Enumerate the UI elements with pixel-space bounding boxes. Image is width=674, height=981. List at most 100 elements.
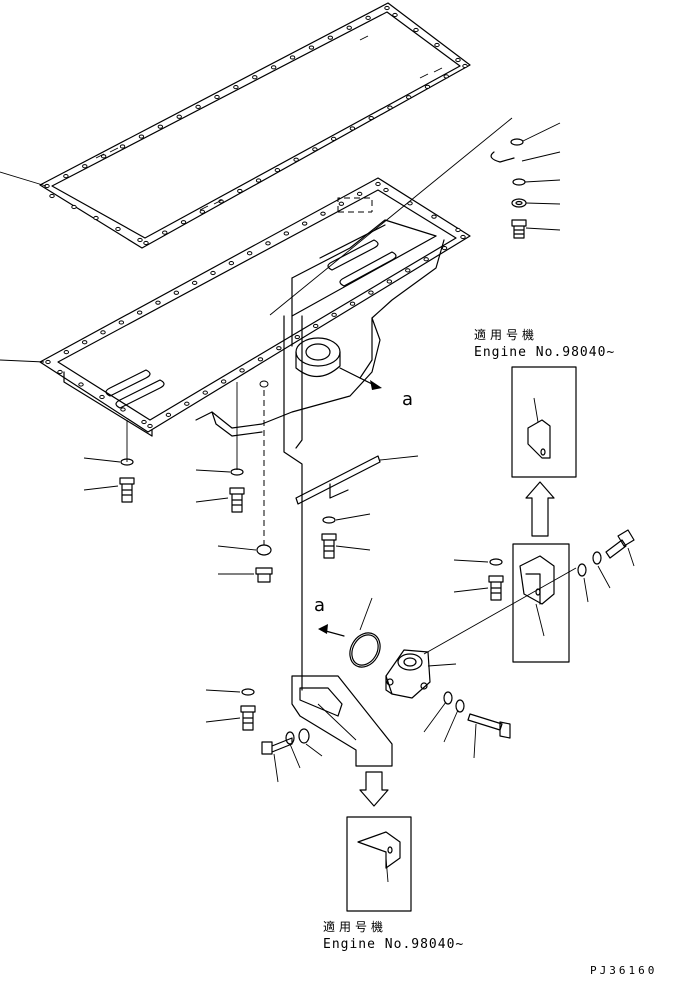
pan-bolt-hole xyxy=(118,320,125,325)
gasket-bolt-hole xyxy=(368,115,374,121)
pan-bolt-hole xyxy=(356,191,363,196)
gasket-bolt-hole xyxy=(162,230,168,235)
pan-bolt-hole xyxy=(257,357,264,362)
right-bracket-assembly xyxy=(453,481,635,663)
gasket-bolt-hole xyxy=(443,74,449,79)
pan-bolt-hole xyxy=(331,312,337,317)
gasket-bolt-hole xyxy=(115,226,121,232)
pan-bolt-hole xyxy=(423,257,429,262)
gasket-bolt-hole xyxy=(365,15,371,20)
gasket-bolt-hole xyxy=(384,5,390,11)
gasket-bolt-hole xyxy=(176,114,182,119)
lower-bracket-assembly xyxy=(205,675,393,807)
gasket-bolt-hole xyxy=(293,157,299,162)
pan-bolt-hole xyxy=(460,234,466,240)
gasket-bolt-hole xyxy=(71,204,77,210)
pan-bolt-hole xyxy=(155,300,161,305)
pan-bolt-hole xyxy=(283,231,290,236)
pan-bolt-hole xyxy=(165,412,172,417)
pan-bolt-hole xyxy=(220,379,227,384)
gasket-bolt-hole xyxy=(157,124,164,129)
pan-left-fasteners xyxy=(83,380,273,583)
pan-bolt-hole xyxy=(383,187,389,193)
view-reference-a-lower: a xyxy=(314,595,327,616)
drawing-code: PJ36160 xyxy=(590,964,658,977)
applicability-label-lower: 適用号機 xyxy=(323,920,388,934)
pan-bolt-hole xyxy=(301,221,308,226)
pan-bolt-hole xyxy=(45,359,51,365)
gasket-bolt-hole xyxy=(100,154,107,159)
view-reference-a-upper: a xyxy=(402,389,415,410)
pan-bolt-hole xyxy=(136,310,143,315)
gasket-bolt-hole xyxy=(93,215,99,221)
gasket-bolt-hole xyxy=(330,136,337,141)
leader-lines xyxy=(0,171,47,363)
gasket-bolt-hole xyxy=(387,105,393,110)
gasket-bolt-hole xyxy=(327,35,334,40)
strainer-body xyxy=(385,567,577,759)
gasket-bolt-hole xyxy=(462,63,468,69)
pan-bolt-hole xyxy=(239,368,245,373)
gasket-bolt-hole xyxy=(424,84,431,89)
pan-bolt-hole xyxy=(368,290,374,295)
pan-bolt-hole xyxy=(338,201,345,206)
engine-number-label-lower: Engine No.98040~ xyxy=(323,937,465,952)
gasket-bolt-hole xyxy=(455,57,461,63)
gasket-bolt-hole xyxy=(255,178,262,183)
pan-bolt-hole xyxy=(147,423,153,429)
gasket-bolt-hole xyxy=(270,65,277,70)
pan-bolt-hole xyxy=(441,246,448,251)
pan-bolt-hole xyxy=(78,382,84,387)
pan-bolt-hole xyxy=(313,323,319,329)
gasket-bolt-hole xyxy=(406,95,412,100)
gasket-bolt-hole xyxy=(312,147,318,152)
gasket-bolt-hole xyxy=(49,193,55,199)
oil-suction-pipe xyxy=(283,315,419,691)
gasket-bolt-hole xyxy=(138,134,145,139)
pan-bolt-hole xyxy=(276,346,282,351)
gasket-bolt-hole xyxy=(137,237,143,243)
pan-bolt-hole xyxy=(375,181,381,187)
gasket-bolt-hole xyxy=(119,144,126,149)
oil-pan-gasket xyxy=(39,2,471,249)
pan-bolt-hole xyxy=(246,251,253,256)
gasket-bolt-hole xyxy=(199,209,205,214)
pan-bolt-hole xyxy=(184,401,190,406)
pan-bolt-hole xyxy=(120,407,126,412)
pan-bolt-hole xyxy=(202,390,208,395)
gasket-bolt-hole xyxy=(233,85,239,90)
oil-pan xyxy=(39,177,471,437)
pan-bolt-hole xyxy=(100,330,106,335)
engine-number-label-upper: Engine No.98040~ xyxy=(474,345,616,360)
gasket-bolt-hole xyxy=(63,174,69,179)
pan-bolt-hole xyxy=(81,340,88,345)
gasket-bolt-hole xyxy=(289,55,296,60)
gasket-bolt-hole xyxy=(214,94,220,100)
gasket-bolt-hole xyxy=(237,188,243,194)
pan-bolt-hole xyxy=(63,350,70,355)
pan-bolt-hole xyxy=(99,394,105,400)
pan-bolt-hole xyxy=(386,279,393,284)
gasket-bolt-hole xyxy=(252,75,258,80)
gasket-bolt-hole xyxy=(180,220,187,225)
applicability-label-upper: 適用号機 xyxy=(474,328,539,342)
pan-bolt-hole xyxy=(294,334,300,340)
pan-bolt-hole xyxy=(431,214,437,219)
gasket-bolt-hole xyxy=(143,240,149,246)
gasket-bolt-hole xyxy=(308,45,315,50)
gasket-bolt-hole xyxy=(346,25,352,30)
pan-bolt-hole xyxy=(210,270,216,276)
gasket-bolt-hole xyxy=(82,164,88,169)
pan-bolt-hole xyxy=(141,419,147,425)
gasket-bolt-hole xyxy=(195,104,201,109)
inset-lower xyxy=(346,816,412,912)
inset-upper xyxy=(511,366,577,478)
gasket-bolt-hole xyxy=(274,168,281,173)
pan-bolt-hole xyxy=(228,261,235,266)
gasket-bolt-hole xyxy=(349,126,356,131)
pan-bolt-hole xyxy=(349,301,356,306)
top-hardware-stack xyxy=(269,117,561,316)
pan-bolt-hole xyxy=(191,280,198,285)
pan-bolt-hole xyxy=(405,268,411,273)
